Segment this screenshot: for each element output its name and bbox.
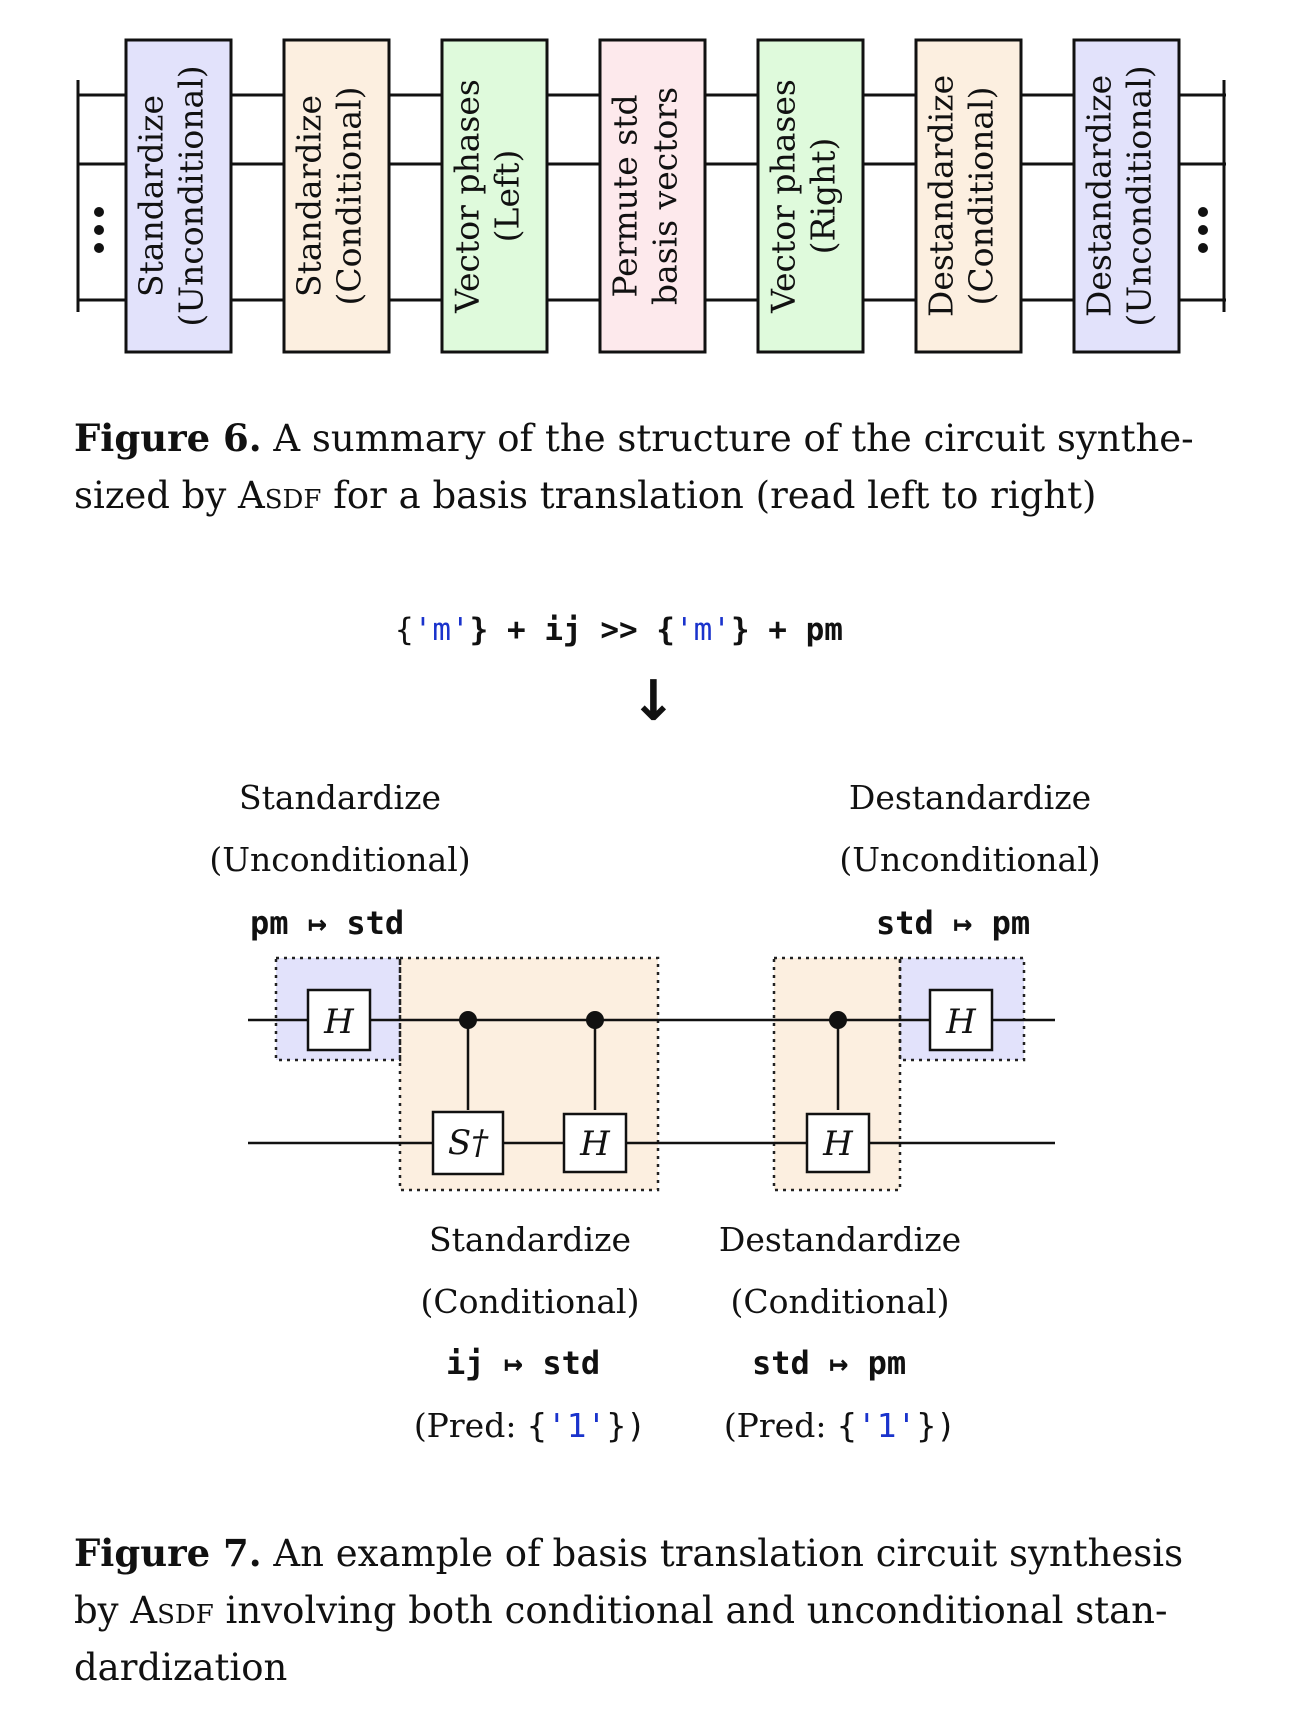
left-map: pm ↦ std — [250, 904, 405, 942]
h-gate-label: H — [945, 1002, 977, 1042]
stage-box: Standardize(Conditional) — [282, 38, 391, 354]
figure7-caption: Figure 7. An example of basis translatio… — [74, 1525, 1224, 1696]
stage-box-label: Destandardize — [1080, 75, 1119, 317]
pred-value: '1' — [856, 1406, 917, 1445]
h-gate — [928, 988, 994, 1052]
h-gate — [562, 1112, 628, 1174]
mid-left-pred: (Pred: {'1'}) — [413, 1406, 647, 1445]
mid-left-map: ij ↦ std — [446, 1344, 601, 1382]
h-gate — [805, 1112, 871, 1174]
stage-box: Standardize(Unconditional) — [124, 38, 233, 354]
down-arrow-icon: ↓ — [630, 669, 677, 734]
stage-box-label: Permute std — [606, 94, 645, 297]
stage-box: Vector phases(Left) — [440, 38, 549, 354]
stage-box: Vector phases(Right) — [756, 38, 865, 354]
stage-box-label: Destandardize — [922, 75, 961, 317]
figure7-expression: {'m'} + ij >> {'m'} + pm — [395, 612, 843, 648]
stage-box: Destandardize(Conditional) — [914, 38, 1023, 354]
h-gate-label: H — [822, 1124, 854, 1164]
figure6-caption-text-2: for a basis translation (read left to ri… — [321, 474, 1097, 517]
figure7-circuit: H S† H H H — [248, 956, 1055, 1192]
stage-box-label: Standardize — [290, 95, 329, 297]
stage-box-label: basis vectors — [646, 87, 685, 305]
ellipsis-right — [1198, 207, 1208, 253]
stage-box: Destandardize(Unconditional) — [1072, 38, 1181, 354]
mid-right-title-2: (Conditional) — [730, 1282, 950, 1321]
mid-right-pred: (Pred: {'1'}) — [723, 1406, 957, 1445]
h-gate-label: H — [579, 1124, 611, 1164]
figure6-caption: Figure 6. A summary of the structure of … — [74, 410, 1224, 524]
right-title-2: (Unconditional) — [839, 840, 1101, 879]
left-title-2: (Unconditional) — [209, 840, 471, 879]
figure6-circuit: Standardize(Unconditional)Standardize(Co… — [76, 38, 1226, 354]
right-title-1: Destandardize — [848, 778, 1092, 817]
stage-box-label: Standardize — [132, 95, 171, 297]
expr-tail: } + pm — [730, 612, 843, 648]
figure7-caption-text-2: involving both conditional and unconditi… — [74, 1589, 1168, 1689]
control-dot — [829, 1011, 847, 1029]
stage-box-label: (Unconditional) — [1120, 65, 1159, 326]
sdg-gate-label: S† — [448, 1123, 489, 1163]
figure7-caption-label: Figure 7. — [74, 1531, 262, 1575]
ellipsis-left — [94, 207, 104, 253]
expr-middle: } + ij >> { — [469, 612, 675, 648]
stage-box-label: (Conditional) — [330, 87, 369, 306]
control-dot — [459, 1011, 477, 1029]
mid-right-title-1: Destandardize — [718, 1220, 962, 1259]
figure7-caption-text-1: An example of basis translation circuit … — [74, 1532, 1184, 1632]
figure6-caption-text-1: A summary of the structure of the circui… — [74, 417, 1194, 517]
stage-box-label: Vector phases — [448, 79, 487, 314]
asdf-name: Asdf — [130, 1589, 214, 1632]
expr-string-1: 'm' — [413, 612, 470, 648]
h-gate-label: H — [323, 1002, 355, 1042]
stage-box-label: Vector phases — [764, 79, 803, 314]
mid-left-title-2: (Conditional) — [420, 1282, 640, 1321]
asdf-name: Asdf — [238, 474, 322, 517]
mid-right-map: std ↦ pm — [752, 1344, 907, 1382]
pred-value: '1' — [546, 1406, 607, 1445]
stage-box-label: (Unconditional) — [172, 65, 211, 326]
control-dot — [586, 1011, 604, 1029]
h-gate — [306, 988, 372, 1052]
stage-box-label: (Conditional) — [962, 87, 1001, 306]
mid-left-title-1: Standardize — [429, 1220, 631, 1259]
stage-box-label: (Right) — [804, 138, 843, 255]
right-map: std ↦ pm — [876, 904, 1031, 942]
stage-box-label: (Left) — [488, 150, 527, 243]
expr-string-2: 'm' — [674, 612, 731, 648]
sdg-gate — [431, 1110, 505, 1176]
figure6-caption-label: Figure 6. — [74, 416, 262, 460]
left-title-1: Standardize — [239, 778, 441, 817]
